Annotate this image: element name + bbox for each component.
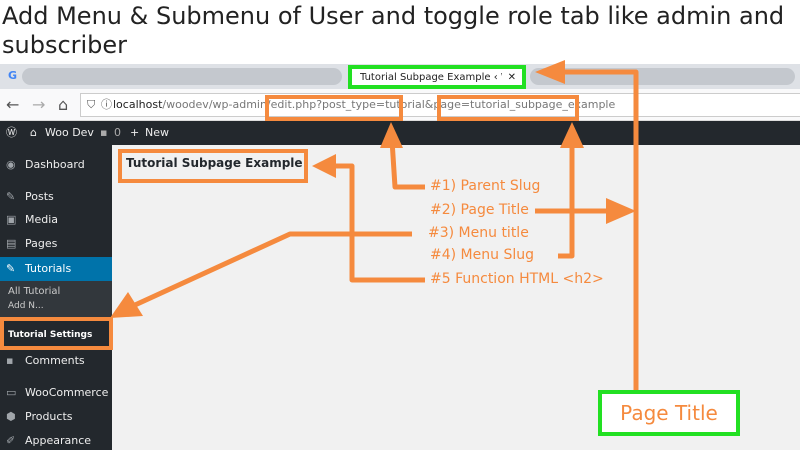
arrowhead-icon — [110, 292, 143, 318]
home-icon: ⌂ — [30, 126, 37, 139]
home-icon[interactable]: ⌂ — [58, 95, 69, 114]
parent-slug-box — [265, 95, 403, 121]
info-icon: ⓘ — [101, 98, 112, 111]
annotation-menu-slug: #4) Menu Slug — [430, 247, 534, 263]
sidebar-item-comments[interactable]: ▪ Comments — [0, 349, 112, 373]
label: Dashboard — [25, 158, 85, 171]
menu-slug-box — [437, 95, 579, 121]
arrowhead-icon — [606, 198, 636, 224]
label: Products — [25, 410, 73, 423]
woo-icon: ▭ — [6, 386, 17, 399]
shield-icon: ⛉ — [87, 98, 96, 111]
sidebar-item-tutorials[interactable]: ✎ Tutorials — [0, 257, 112, 281]
label: Tutorials — [25, 262, 72, 275]
arrow-function-html — [330, 163, 425, 283]
browser-tab[interactable] — [22, 68, 342, 85]
forward-icon[interactable]: → — [32, 95, 46, 114]
url-host: localhost — [113, 98, 163, 111]
plus-icon: + — [130, 126, 140, 139]
pin-icon: ✎ — [6, 262, 16, 275]
new-link[interactable]: New — [145, 126, 169, 139]
label: Appearance — [25, 434, 92, 447]
arrow-page-title-tab — [560, 69, 639, 390]
sidebar-item-pages[interactable]: ▤ Pages — [0, 232, 112, 256]
label: Pages — [25, 237, 58, 250]
pin-icon: ✎ — [6, 190, 16, 203]
arrowhead-icon — [535, 60, 565, 84]
label: WooCommerce — [25, 386, 109, 399]
sidebar-item-appearance[interactable]: ✐ Appearance — [0, 429, 112, 453]
annotation-page-title: #2) Page Title — [430, 202, 529, 218]
label: Comments — [25, 354, 85, 367]
annotation-menu-title: #3) Menu title — [428, 225, 529, 241]
submenu-highlight-box — [0, 317, 113, 350]
google-icon: G — [8, 69, 18, 82]
dashboard-icon: ◉ — [6, 158, 16, 171]
brush-icon: ✐ — [6, 434, 16, 447]
arrow-menu-slug — [558, 140, 575, 259]
comment-icon: ▪ — [6, 354, 14, 367]
admin-sidebar: ◉ Dashboard ✎ Posts ▣ Media ▤ Pages ✎ Tutoria… — [0, 145, 112, 450]
wordpress-logo-icon[interactable]: Ⓦ — [6, 126, 17, 139]
tutorials-submenu: All Tutorial Add N... — [0, 281, 112, 321]
sidebar-item-posts[interactable]: ✎ Posts — [0, 185, 112, 209]
url-path: /woodev/wp-admin/edit.php?post_type=tuto… — [162, 98, 616, 111]
arrow-parent-slug — [389, 139, 425, 190]
submenu-all-tutorial[interactable]: All Tutorial — [8, 286, 61, 297]
arrowhead-icon — [380, 122, 403, 148]
page-heading: Add Menu & Submenu of User and toggle ro… — [2, 2, 785, 59]
active-browser-tab[interactable]: Tutorial Subpage Example ‹ Woo D ✕ — [352, 67, 522, 89]
sidebar-item-dashboard[interactable]: ◉ Dashboard — [0, 153, 112, 177]
submenu-tutorial-settings[interactable]: Tutorial Settings — [0, 321, 112, 349]
box-icon: ⬢ — [6, 410, 16, 423]
comment-icon[interactable]: ▪ — [100, 126, 108, 139]
label: Posts — [25, 190, 54, 203]
sidebar-item-woocommerce[interactable]: ▭ WooCommerce — [0, 381, 112, 405]
annotation-function-html: #5 Function HTML <h2> — [430, 271, 604, 287]
pages-icon: ▤ — [6, 237, 17, 250]
comments-count[interactable]: 0 — [114, 126, 121, 139]
back-icon[interactable]: ← — [6, 95, 20, 114]
tab-title: Tutorial Subpage Example ‹ Woo D — [360, 72, 502, 83]
page-title-callout: Page Title — [598, 390, 740, 436]
submenu-add-new[interactable]: Add N... — [8, 301, 44, 311]
close-tab-icon[interactable]: ✕ — [507, 72, 516, 83]
wp-admin-bar: Ⓦ ⌂ Woo Dev ▪ 0 + New — [0, 121, 800, 145]
arrowhead-icon — [312, 154, 336, 178]
site-name-link[interactable]: Woo Dev — [45, 126, 94, 139]
annotation-parent-slug: #1) Parent Slug — [430, 178, 541, 194]
arrowhead-icon — [560, 122, 584, 148]
sidebar-item-media[interactable]: ▣ Media — [0, 208, 112, 232]
content-heading: Tutorial Subpage Example — [126, 156, 303, 170]
sidebar-item-products[interactable]: ⬢ Products — [0, 405, 112, 429]
heading-highlight-box — [118, 149, 308, 183]
tab-highlight-box — [348, 65, 526, 89]
arrow-menu-title — [133, 231, 412, 308]
label: Media — [25, 213, 59, 226]
media-icon: ▣ — [6, 213, 17, 226]
